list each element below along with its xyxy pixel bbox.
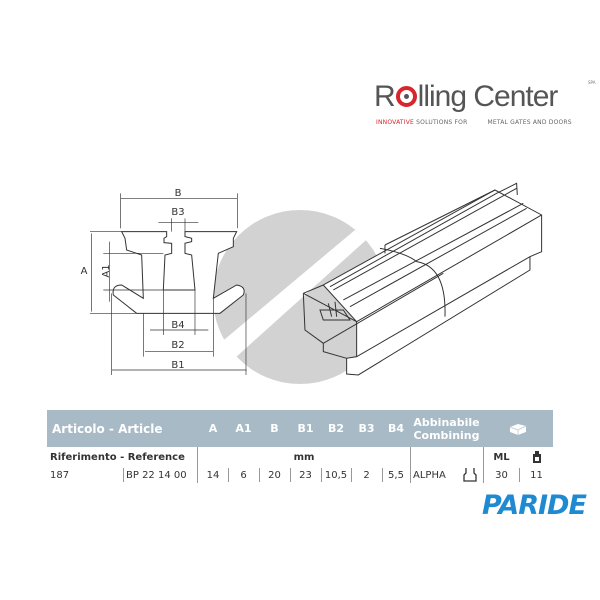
cell-b: 20 <box>268 469 281 481</box>
stack-icon <box>520 449 553 465</box>
profile-icon <box>460 466 480 484</box>
cell-ml: 30 <box>495 469 508 481</box>
divider <box>382 468 383 482</box>
cell-a1: 6 <box>240 469 247 481</box>
logo-target-icon <box>395 86 417 107</box>
divider <box>483 447 484 483</box>
cell-reference: BP 22 14 00 <box>126 469 187 481</box>
tagline-part1: SOLUTIONS FOR <box>416 119 468 126</box>
subheader-reference: Riferimento - Reference <box>50 451 185 463</box>
background-disc <box>190 210 387 385</box>
logo-text: lling Center <box>417 80 559 113</box>
tagline-part2: METAL GATES AND DOORS <box>487 119 572 126</box>
logo-tagline: INNOVATIVE SOLUTIONS FOR METAL GATES AND … <box>376 119 572 127</box>
header-col-b3: B3 <box>358 422 375 435</box>
divider <box>259 468 260 482</box>
header-combining-en: Combining <box>413 428 480 442</box>
dim-label-b3: B3 <box>171 207 184 218</box>
divider <box>351 468 352 482</box>
divider <box>228 468 229 482</box>
divider <box>290 468 291 482</box>
cell-b4: 5,5 <box>388 469 404 481</box>
tagline-highlight: INNOVATIVE <box>376 119 415 126</box>
header-combining-it: Abbinabile <box>413 415 480 429</box>
subheader-unit: mm <box>293 451 315 463</box>
divider <box>123 468 124 482</box>
divider <box>519 468 520 482</box>
cell-b2: 10,5 <box>324 469 348 481</box>
header-col-a: A <box>208 422 218 435</box>
cell-pieces: 11 <box>530 469 543 481</box>
dim-label-a1: A1 <box>101 264 112 277</box>
paride-logo: PARIDE <box>482 490 587 521</box>
logo-suffix: SPA <box>588 80 596 85</box>
dim-label-b1: B1 <box>171 360 184 371</box>
subheader-ml: ML <box>493 451 510 463</box>
cell-b3: 2 <box>363 469 370 481</box>
dim-label-b: B <box>175 188 182 199</box>
cell-article: 187 <box>50 469 70 481</box>
dim-label-a: A <box>81 266 88 277</box>
header-col-b4: B4 <box>387 422 405 435</box>
table-header <box>47 410 553 447</box>
box-icon <box>483 410 553 447</box>
header-col-b1: B1 <box>297 422 314 435</box>
divider <box>321 468 322 482</box>
dim-label-b2: B2 <box>171 340 184 351</box>
cell-combining: ALPHA <box>413 469 446 481</box>
divider <box>410 447 411 483</box>
divider <box>197 447 198 483</box>
cell-a: 14 <box>206 469 220 481</box>
header-col-b: B <box>270 422 279 435</box>
header-article: Articolo - Article <box>52 421 163 436</box>
logo-text-r: R <box>374 80 396 113</box>
dim-label-b4: B4 <box>171 320 184 331</box>
header-combining: Abbinabile Combining <box>410 410 483 447</box>
cell-b1: 23 <box>299 469 312 481</box>
header-col-a1: A1 <box>235 422 252 435</box>
profile-cross-section <box>90 193 247 375</box>
header-col-b2: B2 <box>327 422 345 435</box>
rail-3d-view <box>302 182 543 376</box>
